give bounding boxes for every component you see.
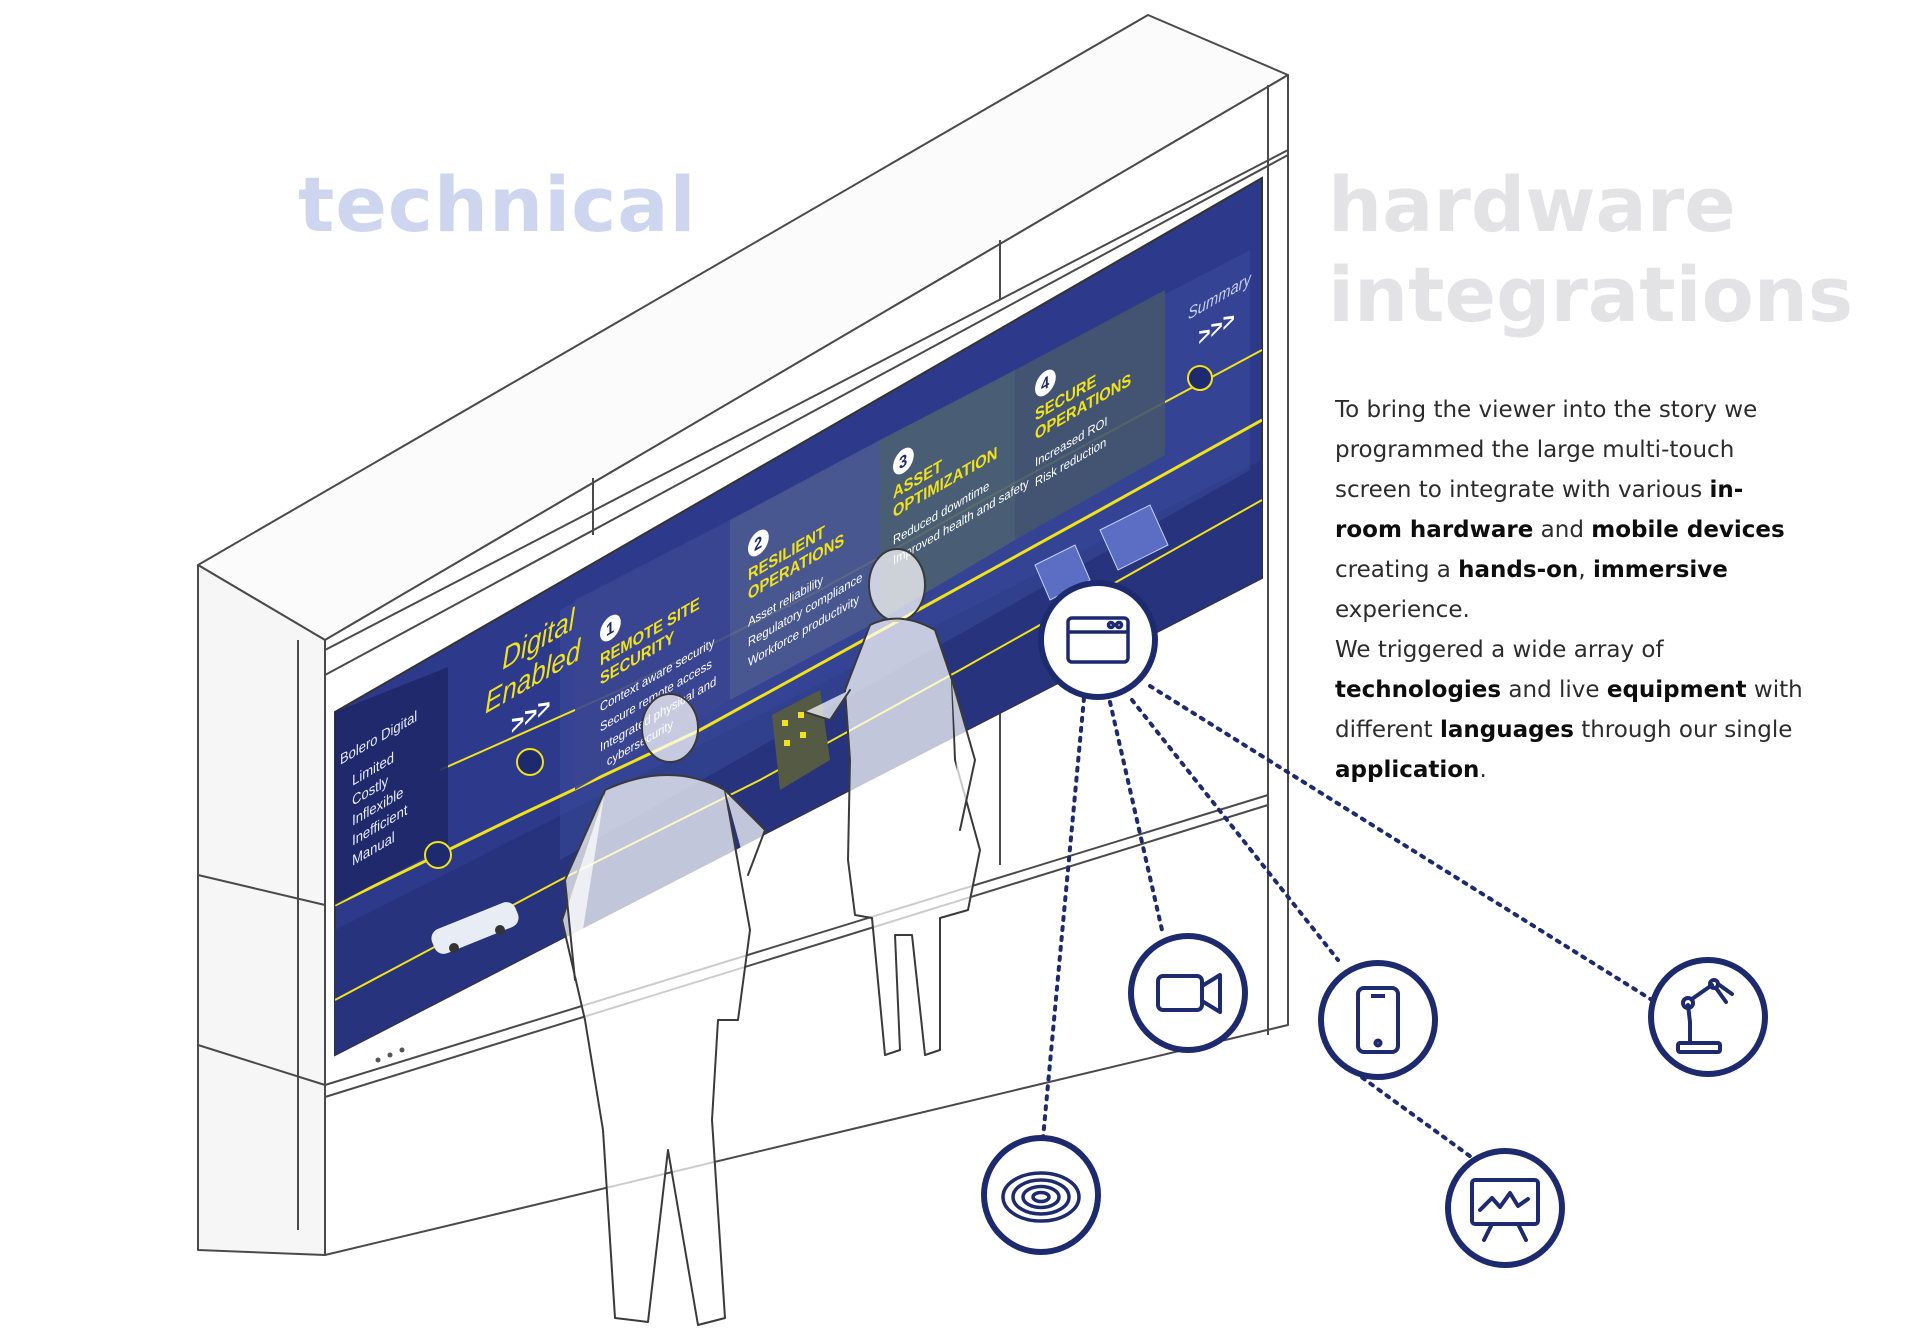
- headline-line: hardware: [1328, 160, 1736, 249]
- headline-technical: technical: [298, 160, 697, 249]
- smartphone-node: [1318, 960, 1438, 1080]
- step-number: 4: [1041, 371, 1050, 395]
- robot-arm-node: [1648, 957, 1768, 1077]
- presentation-chart-icon: [1470, 1178, 1540, 1242]
- video-camera-node: [1128, 933, 1248, 1053]
- hub-node: [1038, 580, 1158, 700]
- smartphone-icon: [1356, 986, 1400, 1054]
- text-run: .: [1479, 757, 1487, 783]
- detail-paragraph: We triggered a wide array of technologie…: [1335, 630, 1805, 790]
- text-run: through our single: [1573, 717, 1793, 743]
- bezel-dot: [387, 1052, 393, 1058]
- robot-arm-icon: [1676, 978, 1734, 1054]
- text-run: To bring the viewer into the story we pr…: [1335, 397, 1758, 503]
- rfid-reader-icon: [1001, 1171, 1081, 1223]
- headline-hardware-integrations: hardware integrations: [1328, 160, 1853, 340]
- text-run: and live: [1501, 677, 1607, 703]
- text-run: with different: [1335, 677, 1803, 743]
- woman-figure: [804, 548, 981, 1056]
- text-run: ,: [1578, 557, 1593, 583]
- emphasis: equipment: [1606, 677, 1747, 703]
- emphasis: immersive: [1592, 557, 1728, 583]
- text-run: and: [1533, 517, 1592, 543]
- text-run: creating a: [1335, 557, 1459, 583]
- step-number: 1: [606, 617, 614, 641]
- emphasis: application: [1335, 757, 1480, 783]
- presentation-node: [1445, 1148, 1565, 1268]
- emphasis: technologies: [1335, 677, 1502, 703]
- emphasis: in-room hardware: [1335, 477, 1744, 543]
- browser-window-icon: [1066, 616, 1130, 664]
- video-camera-icon: [1156, 973, 1222, 1014]
- step-number: 3: [899, 450, 907, 474]
- emphasis: languages: [1440, 717, 1574, 743]
- rfid-reader-node: [981, 1135, 1101, 1255]
- step-number: 2: [754, 532, 762, 556]
- intro-paragraph: To bring the viewer into the story we pr…: [1335, 390, 1805, 630]
- man-figure: [561, 693, 766, 1326]
- text-run: We triggered a wide array of: [1335, 637, 1664, 663]
- bezel-dot: [399, 1047, 405, 1053]
- text-run: experience.: [1335, 597, 1470, 623]
- bezel-dot: [375, 1057, 381, 1063]
- headline-line: integrations: [1328, 250, 1854, 339]
- emphasis: mobile devices: [1591, 517, 1785, 543]
- emphasis: hands-on: [1458, 557, 1579, 583]
